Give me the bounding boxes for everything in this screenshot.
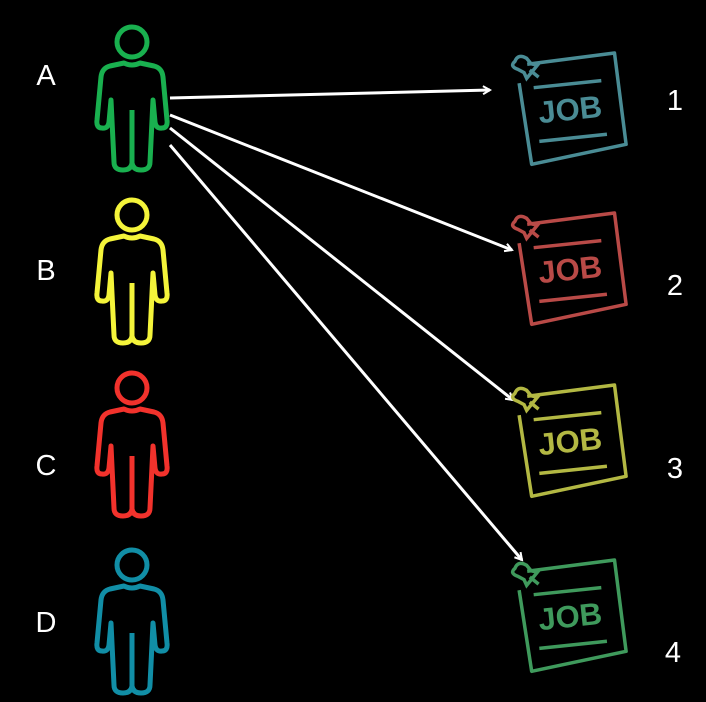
- job-4: JOB 4: [510, 558, 681, 674]
- pushpin-icon: [510, 214, 541, 242]
- person-icon: [97, 373, 167, 516]
- arrow-a-to-4: [168, 144, 522, 560]
- job-text: JOB: [537, 596, 604, 637]
- person-label: D: [36, 607, 57, 639]
- person-c: C: [36, 373, 168, 516]
- job-1: JOB 1: [510, 51, 683, 167]
- arrow-a-to-1: [169, 90, 490, 100]
- job-number: 1: [667, 85, 683, 117]
- pushpin-icon: [510, 54, 541, 82]
- job-2: JOB 2: [510, 211, 683, 327]
- job-number: 3: [667, 453, 683, 485]
- job-text: JOB: [537, 249, 604, 290]
- arrow-a-to-3: [169, 126, 513, 400]
- person-label: B: [36, 255, 55, 287]
- job-posting-icon: JOB: [510, 211, 628, 327]
- job-posting-icon: JOB: [510, 383, 628, 499]
- person-d: D: [36, 550, 168, 693]
- job-3: JOB 3: [510, 383, 683, 499]
- job-text: JOB: [537, 89, 604, 130]
- person-b: B: [36, 200, 167, 343]
- person-icon: [97, 550, 167, 693]
- job-number: 4: [665, 637, 681, 669]
- job-posting-icon: JOB: [510, 558, 628, 674]
- pushpin-icon: [510, 561, 541, 589]
- pushpin-icon: [510, 386, 541, 414]
- person-icon: [97, 200, 167, 343]
- person-a: A: [36, 27, 167, 170]
- job-text: JOB: [537, 421, 604, 462]
- arrow-a-to-2: [169, 113, 512, 250]
- person-icon: [97, 27, 167, 170]
- job-posting-icon: JOB: [510, 51, 628, 167]
- job-number: 2: [667, 270, 683, 302]
- person-label: A: [36, 60, 56, 92]
- person-label: C: [36, 450, 57, 482]
